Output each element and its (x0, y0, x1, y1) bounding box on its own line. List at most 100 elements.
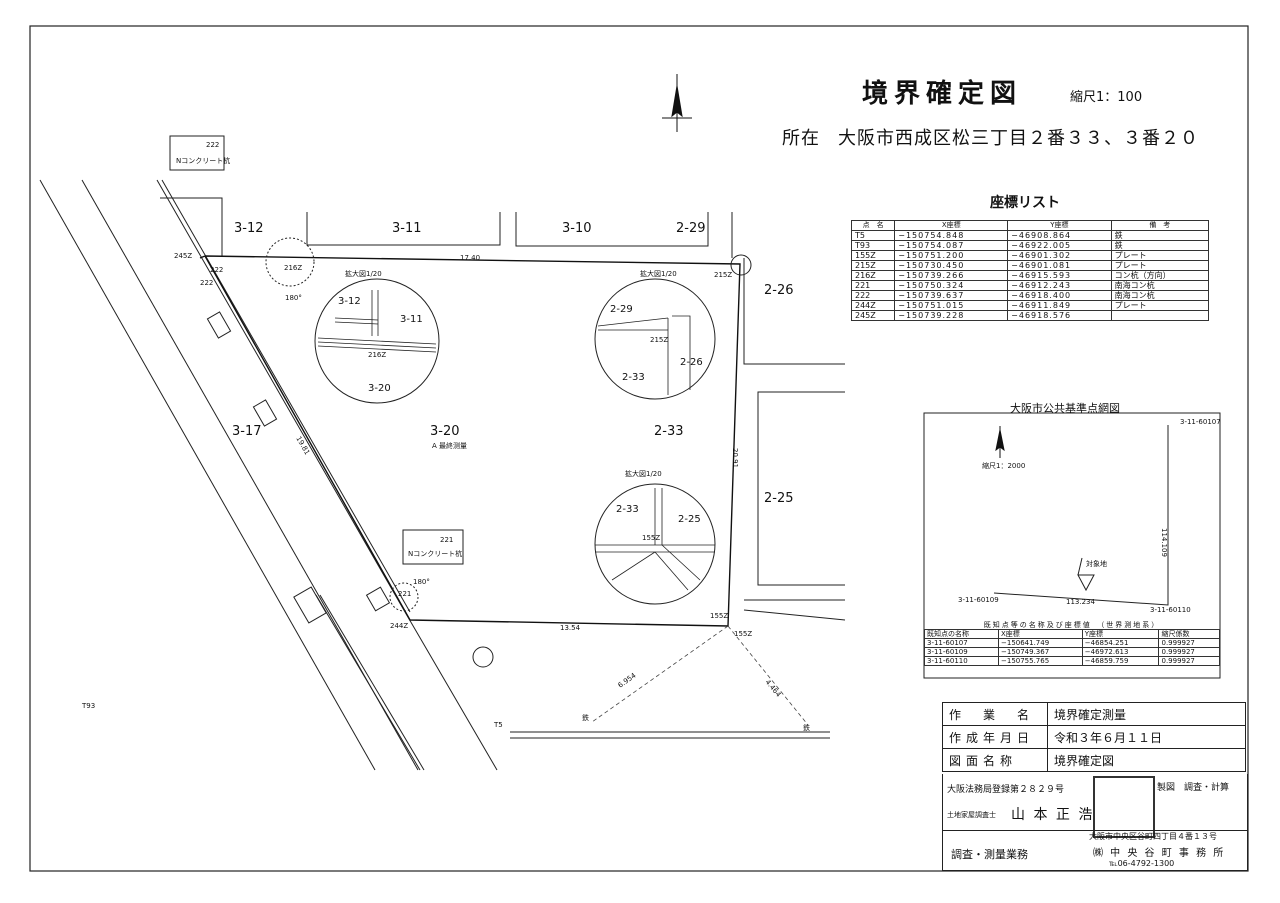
divider (943, 830, 1247, 831)
angle-2: 180° (413, 578, 430, 586)
detail-circle-216z (314, 278, 440, 404)
point-t93: T93 (81, 702, 95, 710)
title-block-row: 作 業 名境界確定測量 (942, 702, 1246, 726)
location-label: 所在 (782, 128, 820, 149)
seal-stamp (1093, 776, 1155, 838)
angle-1: 180° (285, 294, 302, 302)
distance-south: 13.54 (560, 624, 581, 632)
block-2-25: 2-25 (764, 491, 794, 506)
point-222b: 222 (200, 279, 213, 287)
date-value: 令和３年６月１１日 (1047, 725, 1246, 749)
detail-circles (265, 237, 752, 612)
title-block: 作 業 名境界確定測量 作成年月日令和３年６月１１日 図面名称境界確定図 (942, 702, 1246, 772)
detail1-3-20: 3-20 (368, 383, 391, 394)
detail3-2-25: 2-25 (678, 514, 701, 525)
drawing-name-value: 境界確定図 (1047, 748, 1246, 772)
coord-header: X座標 (894, 220, 1009, 231)
office-tel: ℡06-4792-1300 (1109, 859, 1175, 868)
detail2-2-26: 2-26 (680, 357, 703, 368)
detail3-2-33: 2-33 (616, 504, 639, 515)
block-3-12: 3-12 (234, 221, 264, 236)
zoom-label-1: 拡大図1/20 (345, 269, 382, 278)
point-boxes (169, 135, 464, 565)
surveyor-name: 山 本 正 浩 (1011, 807, 1095, 823)
bm-distance-2: 113.234 (1066, 598, 1095, 606)
drawing-name-label: 図面名称 (942, 748, 1048, 772)
drawing-scale: 縮尺1：100 (1070, 89, 1142, 105)
zoom-label-2: 拡大図1/20 (640, 269, 677, 278)
registration-number: 大阪法務局登録第２８２９号 (947, 785, 1065, 795)
point-155z: 155Z (710, 612, 728, 620)
detail-circle-155z (594, 483, 716, 605)
bm-scale: 縮尺1：2000 (982, 461, 1025, 470)
distance-west: 19.81 (294, 435, 311, 456)
point-t5: T5 (493, 721, 503, 729)
detail2-2-29: 2-29 (610, 304, 633, 315)
tie-lines (591, 625, 809, 726)
bm-point-60110: 3-11-60110 (1150, 606, 1191, 614)
block-2-33: 2-33 (654, 424, 684, 439)
point-222: 222 (210, 266, 223, 274)
bm-point-60109: 3-11-60109 (958, 596, 999, 604)
surveyor-role: 土地家屋調査士 (947, 811, 996, 819)
zoom-label-3: 拡大図1/20 (625, 469, 662, 478)
detail-circle-215z (594, 278, 716, 400)
coord-header: Y座標 (1007, 220, 1112, 231)
sheet-border (29, 25, 1249, 872)
benchmark-north-arrow (995, 426, 1005, 458)
location-address: 大阪市西成区松三丁目２番３３、３番２０ (838, 128, 1199, 149)
block-3-20: 3-20 (430, 424, 460, 439)
neighbour-lots (160, 197, 846, 739)
title-block-row: 図面名称境界確定図 (942, 748, 1246, 772)
block-2-26: 2-26 (764, 283, 794, 298)
tie-distance-2: 4.464 (763, 678, 782, 699)
parcel-boundary (199, 255, 741, 627)
detail2-215z: 215Z (650, 336, 668, 344)
block-3-11: 3-11 (392, 221, 422, 236)
coord-header: 備 考 (1110, 220, 1210, 231)
work-name-value: 境界確定測量 (1047, 702, 1246, 726)
benchmark-title: 大阪市公共基準点網図 (1010, 402, 1120, 415)
block-3-10: 3-10 (562, 221, 592, 236)
iron-mark-1: 鉄 (582, 713, 589, 722)
point-155z-b: 155Z (734, 630, 752, 638)
detail3-155z: 155Z (642, 534, 660, 542)
roles-label: 製図 調査・計算 (1157, 783, 1230, 793)
benchmark-caption-row: 既知点等の名称及び座標値 （世界測地系） (925, 621, 1220, 630)
point-221-type: Nコンクリート杭 (408, 549, 462, 558)
point-222-label: 222 (206, 141, 219, 149)
signature-block: 大阪法務局登録第２８２９号 土地家屋調査士 山 本 正 浩 製図 調査・計算 調… (942, 774, 1248, 871)
point-216z: 216Z (284, 264, 302, 272)
point-221-label: 221 (440, 536, 453, 544)
detail2-2-33: 2-33 (622, 372, 645, 383)
office-name: ㈱ 中 央 谷 町 事 務 所 (1093, 848, 1226, 859)
north-arrow (662, 74, 692, 132)
table-row: 245Z−150739.228−46918.576 (850, 310, 1210, 321)
point-221: 221 (398, 590, 411, 598)
point-215z: 215Z (714, 271, 732, 279)
railway (39, 179, 498, 771)
benchmark-caption: 既知点等の名称及び座標値 （世界測地系） (983, 621, 1161, 629)
office-address: 大阪市中央区谷町四丁目４番１３号 (1089, 832, 1217, 841)
detail1-216z: 216Z (368, 351, 386, 359)
detail1-3-12: 3-12 (338, 296, 361, 307)
survey-note: A 最終测量 (432, 441, 467, 450)
distance-north: 17.40 (460, 254, 480, 262)
block-3-17: 3-17 (232, 424, 262, 439)
coord-list-title: 座標リスト (990, 195, 1060, 211)
